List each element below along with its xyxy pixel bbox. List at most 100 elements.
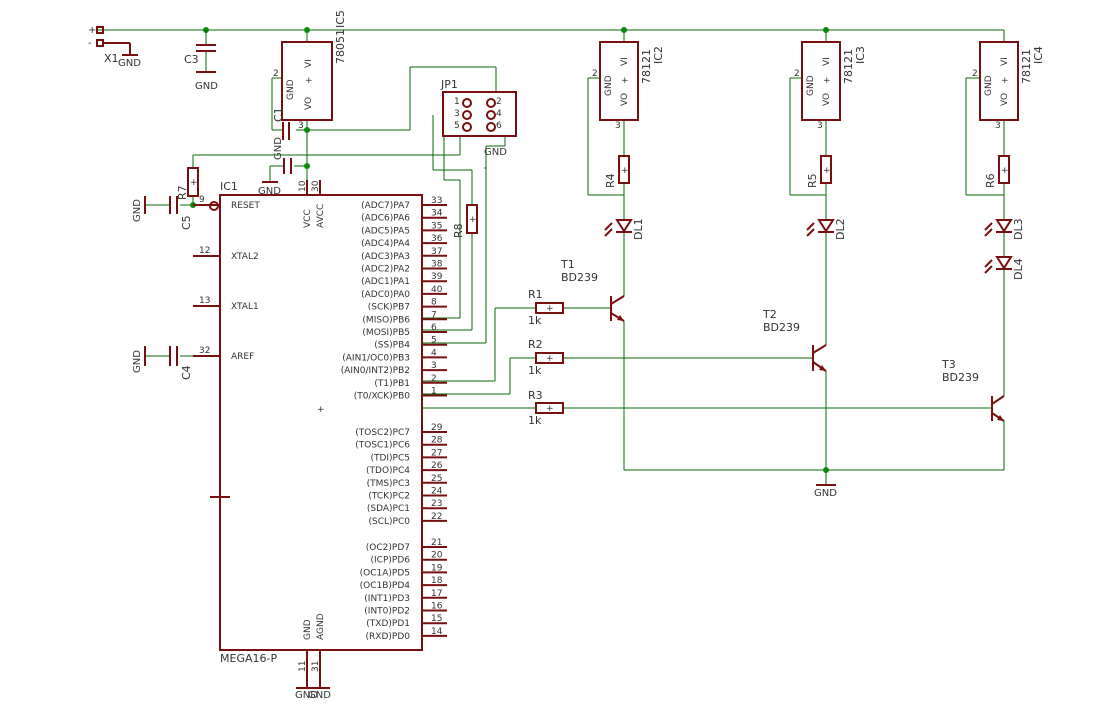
jp1-label: JP1 bbox=[440, 78, 458, 91]
reg-vo-label: VO bbox=[1000, 93, 1010, 106]
mcu-pin-name: (MOSI)PB5 bbox=[362, 328, 410, 338]
mcu-pin-number: 4 bbox=[431, 348, 437, 358]
mcu-pin-number: 38 bbox=[431, 260, 443, 270]
connector-x1: X1 GND + - bbox=[88, 25, 141, 69]
mcu-pin-number: 8 bbox=[431, 298, 437, 308]
svg-text:+: + bbox=[305, 76, 313, 86]
mcu-pin-name: AREF bbox=[231, 352, 254, 362]
svg-text:+: + bbox=[546, 404, 554, 414]
reg-vi-label: VI bbox=[620, 57, 630, 66]
ic5-type: 78051 bbox=[334, 29, 347, 64]
c3-gnd-label: GND bbox=[195, 81, 218, 92]
mcu-pin-number: 17 bbox=[431, 589, 442, 599]
mcu-pin-name: AVCC bbox=[316, 204, 326, 228]
mcu-pin-name: (RXD)PD0 bbox=[366, 632, 411, 642]
led-dl1: DL1 bbox=[604, 218, 645, 240]
led-dl4: DL4 bbox=[984, 256, 1025, 280]
mcu-pin-name: (TCK)PC2 bbox=[368, 492, 410, 502]
mcu-pin-name: (ADC0)PA0 bbox=[361, 290, 410, 300]
mcu-pin-number: 14 bbox=[431, 627, 443, 637]
mcu-pin-number: 25 bbox=[431, 474, 442, 484]
mcu-pin-name: (AIN1/OC0)PB3 bbox=[342, 353, 410, 363]
svg-text:GND: GND bbox=[132, 350, 143, 373]
mcu-pin-number: 7 bbox=[431, 310, 437, 320]
mcu-pin-number: 3 bbox=[431, 361, 437, 371]
ic4-label: IC4 bbox=[1032, 46, 1045, 64]
mcu-pin-number: 26 bbox=[431, 461, 443, 471]
ic3-type: 78121 bbox=[842, 49, 855, 84]
mcu-pin-name: (SCK)PB7 bbox=[368, 303, 410, 313]
mcu-pin-name: (TDO)PC4 bbox=[366, 466, 410, 476]
r4-label: R4 bbox=[604, 173, 617, 188]
ic4-type: 78121 bbox=[1020, 49, 1033, 84]
mcu-pin-number: 32 bbox=[199, 346, 210, 356]
svg-text:+: + bbox=[823, 166, 831, 176]
mcu-pin-name: (ADC4)PA4 bbox=[361, 239, 410, 249]
svg-text:2: 2 bbox=[496, 97, 502, 107]
mcu-pin-number: 5 bbox=[431, 336, 437, 346]
mcu-pin-number: 33 bbox=[431, 196, 442, 206]
resistor-r1: + R1 1k bbox=[528, 288, 564, 327]
mcu-pin-name: (AIN0/INT2)PB2 bbox=[341, 366, 410, 376]
mcu-pin-name: (SCL)PC0 bbox=[369, 517, 411, 527]
mcu-pin-name: (TOSC1)PC6 bbox=[355, 441, 410, 451]
mcu-pin-number: 28 bbox=[431, 436, 443, 446]
svg-text:GND: GND bbox=[273, 137, 284, 160]
mcu-pin-name: (TDI)PC5 bbox=[370, 453, 410, 463]
mcu-pin-number: 1 bbox=[431, 387, 437, 397]
ic3-label: IC3 bbox=[854, 46, 867, 64]
reg-vi-label: VI bbox=[1000, 57, 1010, 66]
mcu-pin-number: 9 bbox=[199, 195, 205, 205]
r6-label: R6 bbox=[984, 173, 997, 188]
c5-label: C5 bbox=[180, 215, 193, 230]
t3-label: T3 bbox=[941, 358, 956, 371]
gnd-label: GND bbox=[118, 58, 141, 69]
mcu-pin-name: (SS)PB4 bbox=[374, 341, 410, 351]
microcontroller-ic1: IC1 MEGA16-P + GND GND 33(ADC7)PA734(ADC… bbox=[193, 180, 447, 701]
t2-label: T2 bbox=[762, 308, 777, 321]
mcu-pin-number: 37 bbox=[431, 247, 442, 257]
transistor-t3: T3 BD239 bbox=[941, 358, 1005, 422]
jumper-jp1: JP1 1 2 3 4 5 6 GND bbox=[440, 78, 517, 158]
reg-vo-label: VO bbox=[620, 93, 630, 106]
mcu-pin-number: 6 bbox=[431, 323, 437, 333]
svg-text:GND: GND bbox=[286, 79, 296, 100]
svg-text:5: 5 bbox=[454, 121, 460, 131]
svg-text:4: 4 bbox=[496, 109, 502, 119]
t2-type: BD239 bbox=[763, 321, 800, 334]
mcu-pin-name: (ADC2)PA2 bbox=[361, 265, 410, 275]
svg-text:GND: GND bbox=[484, 147, 507, 158]
mcu-pin-number: 39 bbox=[431, 272, 443, 282]
capacitor-c1: C1 GND bbox=[272, 107, 290, 160]
r7-label: R7 bbox=[176, 185, 189, 200]
capacitor-c2: GND bbox=[258, 158, 292, 197]
mcu-pin-name: (ICP)PD6 bbox=[371, 556, 411, 566]
mcu-pin-name: (OC1A)PD5 bbox=[360, 568, 410, 578]
mcu-pin-number: 2 bbox=[431, 374, 437, 384]
mcu-pin-number: 12 bbox=[199, 246, 210, 256]
x1-label: X1 bbox=[104, 52, 119, 65]
mcu-pin-number: 20 bbox=[431, 551, 443, 561]
svg-text:6: 6 bbox=[496, 121, 502, 131]
resistor-r2: + R2 1k bbox=[528, 338, 564, 377]
mcu-pin-number: 36 bbox=[431, 234, 443, 244]
dl2-label: DL2 bbox=[834, 218, 847, 240]
mcu-pin-number: 22 bbox=[431, 512, 442, 522]
t1-label: T1 bbox=[560, 258, 575, 271]
c4-label: C4 bbox=[180, 365, 193, 380]
svg-text:+: + bbox=[190, 178, 198, 188]
t3-type: BD239 bbox=[942, 371, 979, 384]
r3-label: R3 bbox=[528, 389, 543, 402]
reg-pin-2: 2 bbox=[592, 69, 598, 79]
mcu-pin-name: (TOSC2)PC7 bbox=[355, 428, 410, 438]
svg-text:GND: GND bbox=[258, 186, 281, 197]
mcu-pin-number: 40 bbox=[431, 285, 443, 295]
svg-text:GND: GND bbox=[132, 199, 143, 222]
mcu-pin-name: VCC bbox=[303, 209, 313, 228]
svg-text:3: 3 bbox=[454, 109, 460, 119]
mcu-pin-name: AGND bbox=[316, 613, 326, 640]
resistor-r7: + R7 bbox=[176, 167, 199, 200]
